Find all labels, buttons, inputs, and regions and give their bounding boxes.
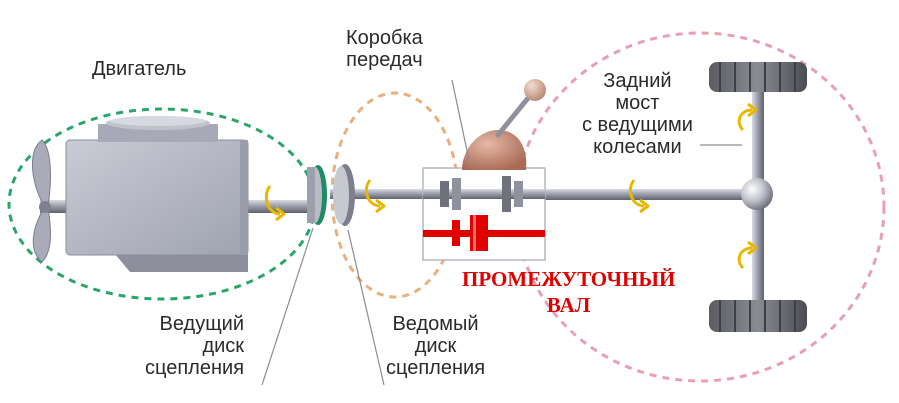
- drive-disc-label: Ведущий диск сцепления: [145, 313, 244, 379]
- rotation-arrow-icon: [364, 179, 386, 214]
- driven-disc-label: Ведомый диск сцепления: [386, 313, 485, 379]
- drive-disc-label-line1: Ведущий: [159, 313, 245, 335]
- differential-icon: [741, 178, 773, 210]
- countershaft-label-line2: ВАЛ: [546, 293, 591, 317]
- gearbox-label: Коробка передач: [346, 27, 423, 71]
- wheel-icon: [709, 62, 807, 92]
- fan-icon: [31, 139, 51, 263]
- drive-disc-label-line3: сцепления: [145, 357, 245, 379]
- driven-clutch-disc: [333, 164, 355, 226]
- rotation-arrow-icon: [628, 179, 650, 214]
- rear-axle: [741, 82, 773, 312]
- engine-label-text: Двигатель: [92, 58, 187, 80]
- wheel-icon: [709, 300, 807, 332]
- drive-disc-leader: [261, 227, 314, 386]
- gearbox-leader: [451, 79, 471, 166]
- engine: [65, 116, 249, 272]
- engine-label: Двигатель: [92, 58, 186, 80]
- gearbox: [422, 167, 546, 261]
- rotation-arrow-icon: [737, 102, 758, 132]
- propeller-shaft: [545, 189, 745, 200]
- rear-axle-label-line3: с ведущими: [582, 114, 693, 136]
- driven-disc-label-line2: диск: [414, 335, 457, 357]
- countershaft-label: ПРОМЕЖУТОЧНЫЙ ВАЛ: [462, 266, 675, 318]
- driven-disc-label-line1: Ведомый: [392, 313, 479, 335]
- rear-axle-label-line4: колесами: [593, 136, 682, 158]
- driven-disc-label-line3: сцепления: [386, 357, 486, 379]
- gearbox-label-line2: передач: [346, 49, 423, 71]
- countershaft: [423, 215, 545, 251]
- rotation-arrow-icon: [264, 185, 286, 222]
- rotation-arrow-icon: [737, 240, 758, 270]
- gear-lever-icon: [462, 79, 546, 170]
- input-shaft: [330, 189, 425, 199]
- drive-disc-label-line2: диск: [202, 335, 245, 357]
- rear-axle-label-line2: мост: [615, 92, 660, 114]
- countershaft-label-line1: ПРОМЕЖУТОЧНЫЙ: [462, 267, 676, 291]
- rear-axle-label-line1: Задний: [603, 70, 672, 92]
- driven-disc-leader: [347, 229, 385, 386]
- rear-axle-zone: [514, 31, 886, 383]
- rear-axle-label: Задний мост с ведущими колесами: [582, 70, 693, 158]
- drive-clutch-disc: [307, 165, 327, 225]
- gearbox-label-line1: Коробка: [346, 27, 423, 49]
